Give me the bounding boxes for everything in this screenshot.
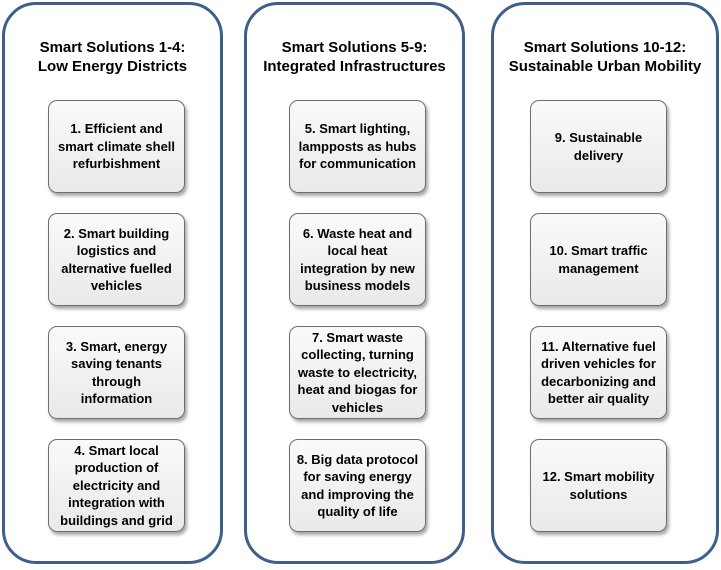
- solution-card-12: 12. Smart mobility solutions: [530, 439, 667, 532]
- solution-card-10: 10. Smart traffic management: [530, 213, 667, 306]
- solution-card-4: 4. Smart local production of electricity…: [48, 439, 185, 532]
- solution-card-2: 2. Smart building logistics and alternat…: [48, 213, 185, 306]
- solution-card-8: 8. Big data protocol for saving energy a…: [289, 439, 426, 532]
- column-title: Smart Solutions 5-9: Integrated Infrastr…: [263, 39, 446, 75]
- solution-card-11: 11. Alternative fuel driven vehicles for…: [530, 326, 667, 419]
- solution-card-5: 5. Smart lighting, lampposts as hubs for…: [289, 100, 426, 193]
- solution-card-6: 6. Waste heat and local heat integration…: [289, 213, 426, 306]
- column-integrated-infrastructures: Smart Solutions 5-9: Integrated Infrastr…: [244, 2, 465, 564]
- solution-card-3: 3. Smart, energy saving tenants through …: [48, 326, 185, 419]
- column-low-energy-districts: Smart Solutions 1-4: Low Energy District…: [2, 2, 223, 564]
- column-title: Smart Solutions 10-12: Sustainable Urban…: [508, 39, 702, 75]
- solution-card-1: 1. Efficient and smart climate shell ref…: [48, 100, 185, 193]
- column-sustainable-urban-mobility: Smart Solutions 10-12: Sustainable Urban…: [491, 2, 719, 564]
- solution-card-7: 7. Smart waste collecting, turning waste…: [289, 326, 426, 419]
- solution-card-9: 9. Sustainable delivery: [530, 100, 667, 193]
- column-title: Smart Solutions 1-4: Low Energy District…: [37, 39, 188, 75]
